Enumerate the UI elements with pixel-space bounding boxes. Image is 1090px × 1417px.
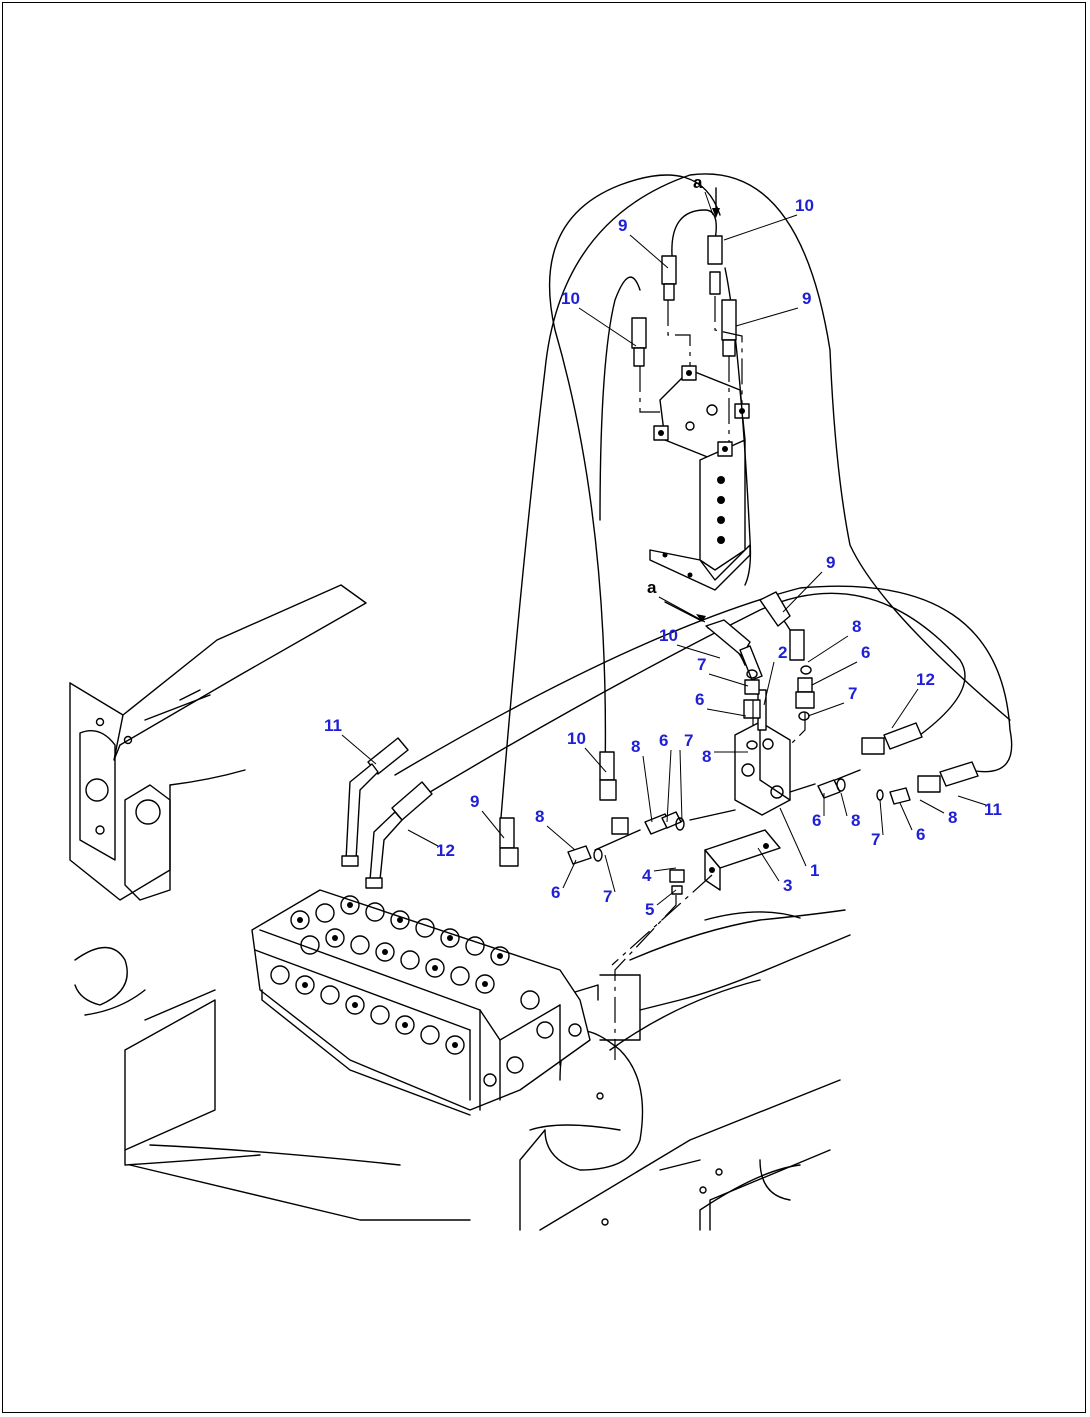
callout-leader-3 <box>578 307 637 347</box>
callout-label-7: 7 <box>603 887 612 906</box>
callout-label-7: 7 <box>871 830 880 849</box>
callout-label-8: 8 <box>535 807 544 826</box>
assembly-lines <box>611 296 806 1060</box>
callout-label-12: 12 <box>436 841 455 860</box>
callout-label-10: 10 <box>567 729 586 748</box>
callout-label-7: 7 <box>848 684 857 703</box>
lower-frame <box>74 909 851 1231</box>
callout-label-2: 2 <box>778 643 787 662</box>
hose-fittings <box>341 235 979 889</box>
callout-leader-4 <box>735 307 799 327</box>
callout-leader-6 <box>658 596 706 623</box>
callout-leader-12 <box>891 688 919 729</box>
callout-leader-19 <box>679 749 683 823</box>
callout-leader-28 <box>919 799 945 814</box>
callout-label-6: 6 <box>659 731 668 750</box>
callout-leader-26 <box>879 799 884 836</box>
callout-label-12: 12 <box>916 670 935 689</box>
callout-label-11: 11 <box>984 800 1002 819</box>
callout-label-6: 6 <box>861 643 870 662</box>
callout-leaders <box>341 191 987 906</box>
callout-leader-10 <box>811 661 858 686</box>
callout-leader-0 <box>704 191 714 216</box>
callout-leader-2 <box>629 234 669 269</box>
control-valve <box>251 889 599 1116</box>
callout-leader-14 <box>807 702 845 717</box>
callout-label-7: 7 <box>697 655 706 674</box>
bracket <box>669 829 781 895</box>
callout-leader-21 <box>481 810 505 839</box>
callout-label-10: 10 <box>795 196 814 215</box>
callout-label-1: 1 <box>810 861 819 880</box>
callout-leader-18 <box>666 749 672 823</box>
callout-label-6: 6 <box>695 690 704 709</box>
callout-label-a: a <box>647 578 657 597</box>
callout-leader-22 <box>546 825 576 851</box>
callout-leader-1 <box>723 214 798 241</box>
callout-label-8: 8 <box>948 808 957 827</box>
callout-leader-24 <box>840 792 848 817</box>
callout-leader-8 <box>807 635 849 663</box>
callout-label-9: 9 <box>470 792 479 811</box>
callout-label-10: 10 <box>659 626 678 645</box>
callout-label-11: 11 <box>324 716 342 735</box>
junction-block <box>734 689 791 816</box>
callout-leader-9 <box>763 661 775 706</box>
callout-label-3: 3 <box>783 876 792 895</box>
callout-leader-34 <box>604 854 616 893</box>
callout-label-8: 8 <box>852 617 861 636</box>
callout-label-a: a <box>693 173 703 192</box>
callout-label-9: 9 <box>802 289 811 308</box>
callout-label-8: 8 <box>851 811 860 830</box>
callout-leader-7 <box>676 644 721 659</box>
callout-leader-31 <box>653 867 677 872</box>
callout-leader-35 <box>656 889 677 906</box>
adapters <box>567 665 911 865</box>
callout-leader-29 <box>407 829 439 847</box>
callout-leader-25 <box>957 795 987 806</box>
callout-leader-5 <box>782 571 823 613</box>
callout-label-8: 8 <box>702 747 711 766</box>
callout-leader-16 <box>584 747 607 773</box>
callout-leader-30 <box>779 807 807 867</box>
callout-leader-33 <box>562 859 577 889</box>
callout-label-5: 5 <box>645 900 654 919</box>
callout-label-8: 8 <box>631 737 640 756</box>
callout-leader-32 <box>757 847 780 882</box>
callout-label-6: 6 <box>916 825 925 844</box>
callout-leader-27 <box>899 802 913 831</box>
callout-label-10: 10 <box>561 289 580 308</box>
callout-leader-13 <box>706 708 747 717</box>
callout-label-6: 6 <box>551 883 560 902</box>
ppc-valve <box>649 365 751 591</box>
boom-bracket <box>69 584 367 901</box>
callout-label-9: 9 <box>826 553 835 572</box>
callout-label-6: 6 <box>812 811 821 830</box>
callout-label-7: 7 <box>684 731 693 750</box>
callout-leader-17 <box>642 755 653 823</box>
callout-label-4: 4 <box>642 866 652 885</box>
arrow-a-markers <box>664 187 720 622</box>
callout-leader-15 <box>341 734 377 765</box>
callout-label-9: 9 <box>618 216 627 235</box>
callout-leader-11 <box>708 673 749 687</box>
